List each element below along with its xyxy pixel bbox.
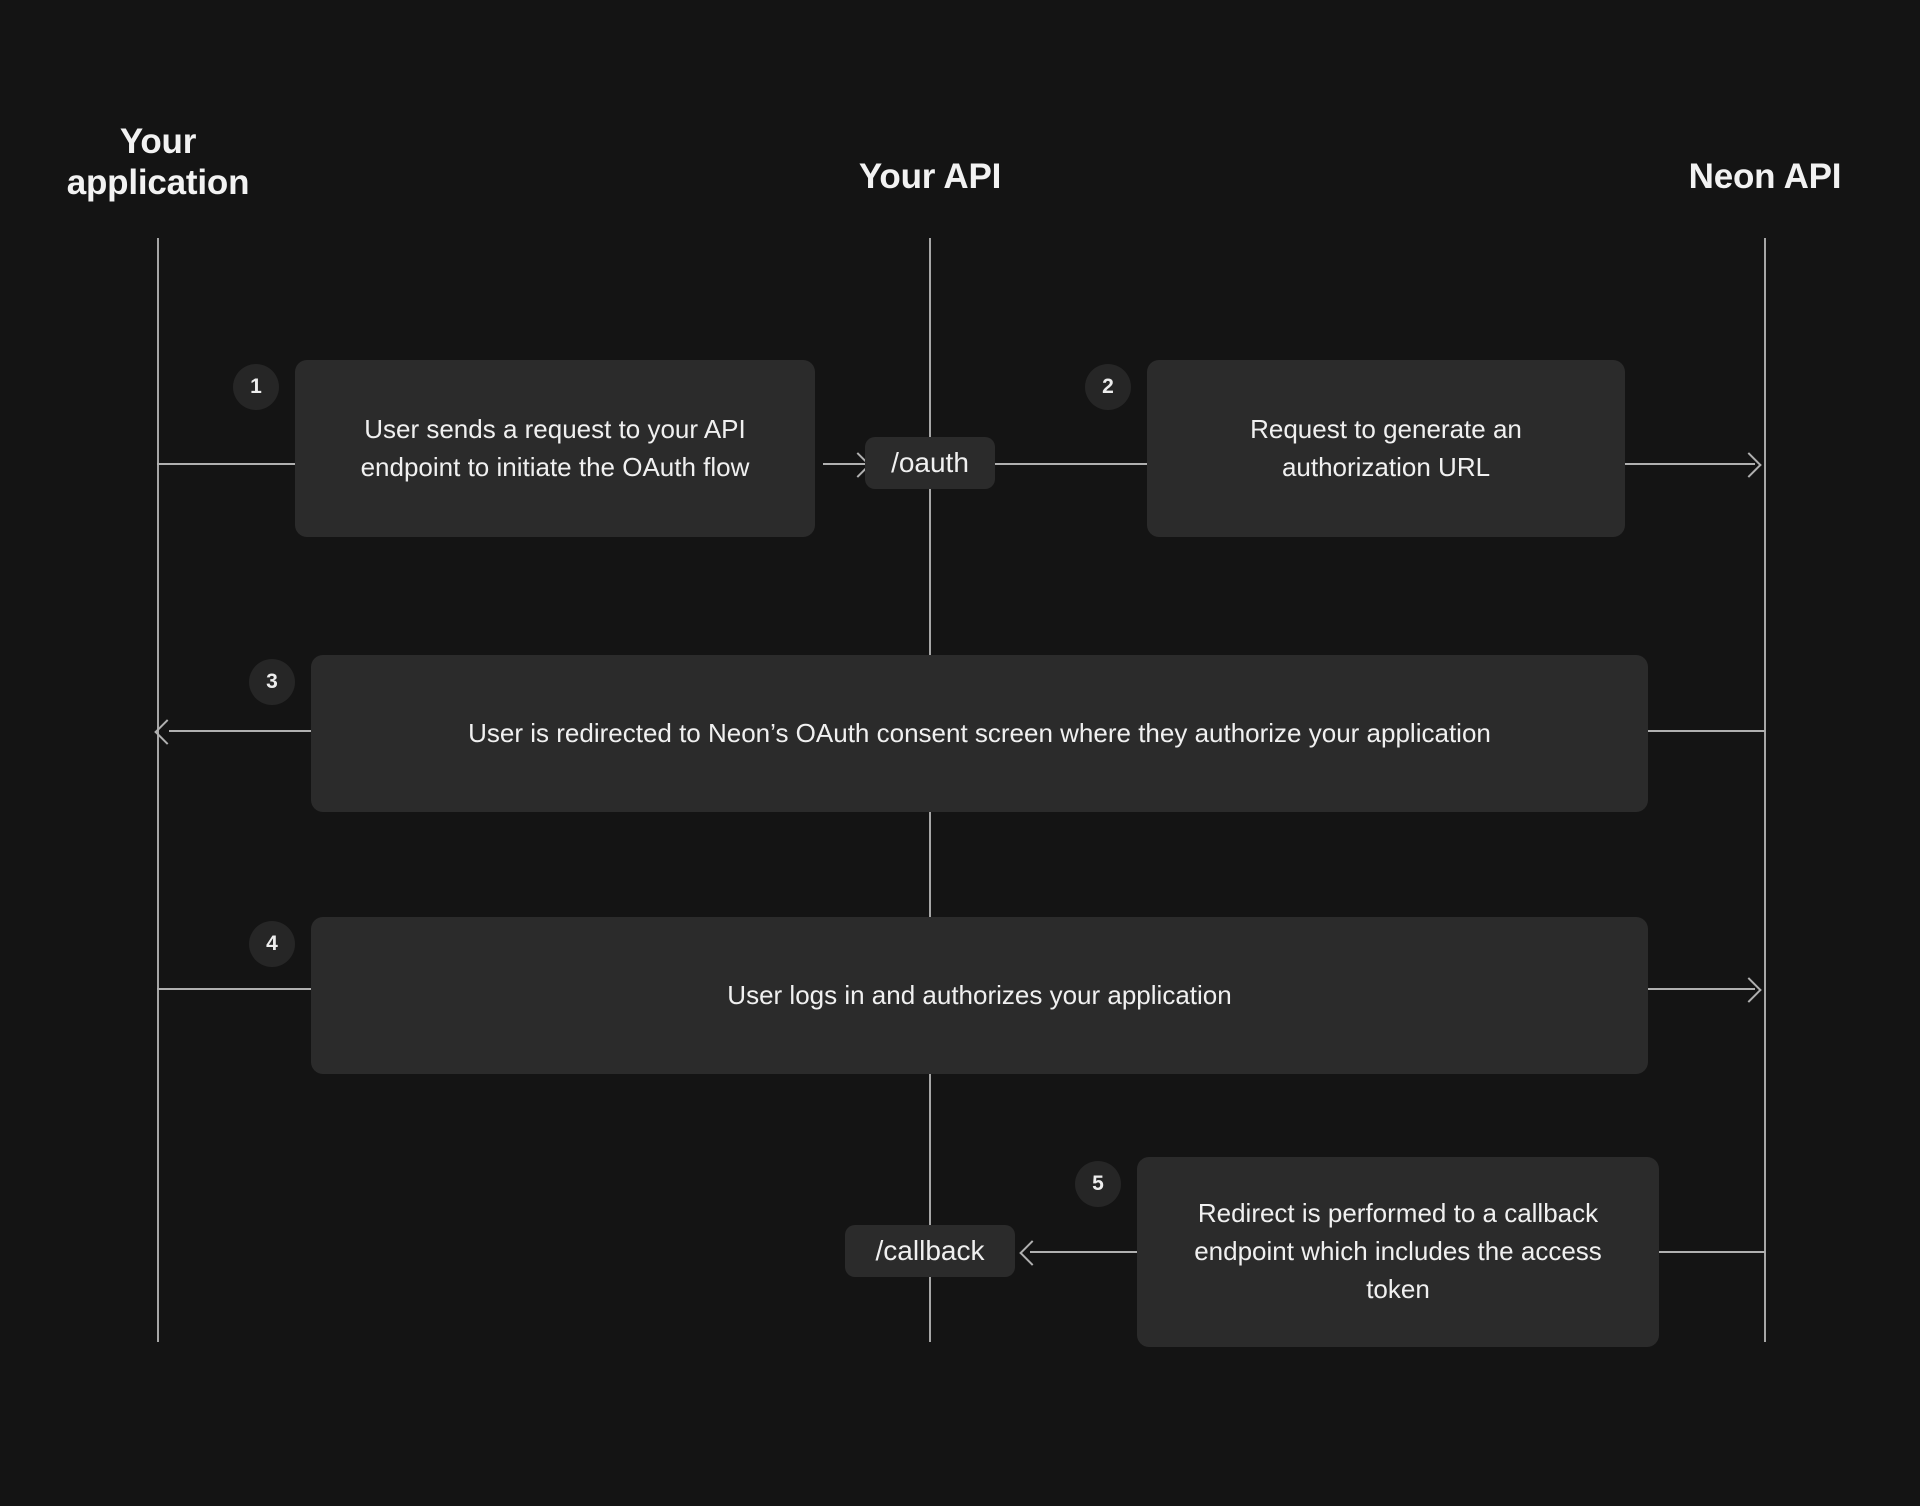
step-badge-5: 5 <box>1075 1161 1121 1207</box>
participant-header-neon-api: Neon API <box>1688 157 1842 196</box>
connector-step-3-right <box>1648 730 1765 732</box>
message-text-step-1: User sends a request to your API endpoin… <box>360 413 750 482</box>
message-text-step-2: Request to generate an authorization URL <box>1250 413 1522 482</box>
step-badge-2: 2 <box>1085 364 1131 410</box>
connector-step-4-right <box>1648 988 1755 990</box>
connector-step-5-left <box>1030 1251 1145 1253</box>
message-box-step-5: Redirect is performed to a callback endp… <box>1137 1157 1659 1347</box>
connector-step-2-left <box>995 463 1157 465</box>
message-text-step-3: User is redirected to Neon’s OAuth conse… <box>468 717 1491 748</box>
connector-step-3-left <box>169 730 317 732</box>
message-text-step-4: User logs in and authorizes your applica… <box>727 979 1232 1010</box>
message-box-step-3: User is redirected to Neon’s OAuth conse… <box>311 655 1648 812</box>
connector-step-4-left <box>157 988 317 990</box>
connector-step-1-right <box>823 463 865 465</box>
arrow-right-icon-step-2 <box>1736 452 1762 478</box>
arrow-right-icon-step-4 <box>1736 977 1762 1003</box>
endpoint-pill-callback: /callback <box>845 1225 1015 1277</box>
connector-step-2-right <box>1625 463 1755 465</box>
connector-step-5-right <box>1659 1251 1765 1253</box>
step-badge-4: 4 <box>249 921 295 967</box>
lifeline-your-application <box>157 238 159 1342</box>
step-badge-1: 1 <box>233 364 279 410</box>
connector-step-1-left <box>157 463 305 465</box>
participant-header-your-api: Your API <box>858 157 1002 196</box>
arrow-left-icon-step-5 <box>1019 1240 1045 1266</box>
message-box-step-1: User sends a request to your API endpoin… <box>295 360 815 537</box>
endpoint-pill-oauth: /oauth <box>865 437 995 489</box>
lifeline-neon-api <box>1764 238 1766 1342</box>
message-box-step-4: User logs in and authorizes your applica… <box>311 917 1648 1074</box>
step-badge-3: 3 <box>249 659 295 705</box>
message-text-step-5: Redirect is performed to a callback endp… <box>1194 1198 1602 1304</box>
participant-header-your-application: Your application <box>66 122 250 202</box>
message-box-step-2: Request to generate an authorization URL <box>1147 360 1625 537</box>
